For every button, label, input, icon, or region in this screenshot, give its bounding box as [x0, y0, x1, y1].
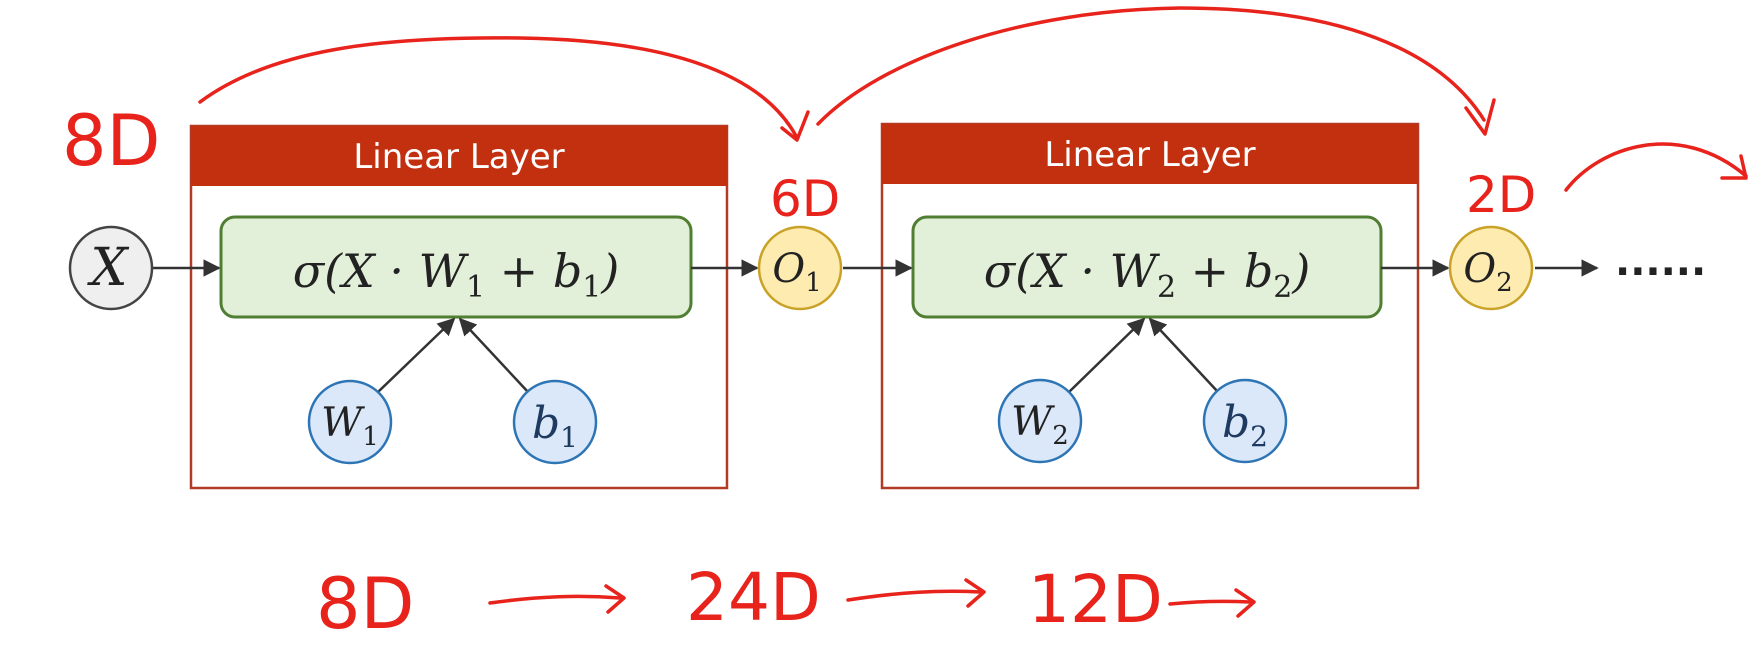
skip-arc-1 [198, 36, 798, 138]
sequence-dim-1: 24D [686, 559, 821, 636]
input-node-x: X [68, 225, 154, 311]
layer-1-title: Linear Layer [353, 137, 564, 177]
seq-arrow-1-head [604, 584, 626, 614]
weight-node-w2: W2 [997, 378, 1083, 464]
output-node-o2: O2 [1448, 225, 1534, 311]
continuation-dots: ...... [1615, 239, 1706, 285]
svg-text:W2: W2 [1011, 399, 1069, 451]
weight-node-w1: W1 [307, 379, 393, 465]
skip-arc-2 [816, 6, 1486, 126]
seq-arrow-1 [488, 594, 622, 605]
layer-2-header [882, 124, 1418, 184]
svg-text:O2: O2 [1463, 246, 1512, 298]
seq-arrow-2-head [964, 578, 986, 608]
skip-arc-3-head [1720, 154, 1748, 180]
skip-arc-3 [1564, 142, 1748, 192]
svg-text:X: X [86, 238, 129, 298]
layer-2-title: Linear Layer [1044, 135, 1255, 175]
bias-node-b2: b2 [1202, 378, 1288, 464]
output-node-o1: O1 [757, 225, 843, 311]
b2-to-formula-arrow [1148, 317, 1219, 393]
skip-arc-1-head [780, 110, 810, 142]
seq-arrow-3 [1168, 599, 1252, 606]
layer-1-header [191, 126, 727, 186]
svg-text:W1: W1 [321, 400, 379, 452]
layer-2-formula: σ(X · W2 + b2) [984, 244, 1311, 305]
w1-to-formula-arrow [377, 317, 456, 393]
skip-arc-2-head [1464, 98, 1496, 136]
sequence-dim-2: 12D [1028, 561, 1163, 638]
w2-to-formula-arrow [1068, 317, 1146, 393]
svg-text:O1: O1 [772, 246, 821, 298]
o2-dim-label: 2D [1466, 166, 1536, 224]
linear-layer-1: Linear Layer σ(X · W1 + b1) W1 b1 [189, 124, 729, 490]
layer-1-formula: σ(X · W1 + b1) [293, 244, 620, 305]
seq-arrow-2 [846, 589, 982, 602]
linear-layer-2: Linear Layer σ(X · W2 + b2) W2 b2 [880, 122, 1420, 490]
input-dim-label: 8D [62, 100, 160, 182]
b1-to-formula-arrow [458, 317, 529, 393]
svg-text:b1: b1 [532, 398, 578, 454]
seq-arrow-3-head [1234, 588, 1256, 618]
sequence-dim-0: 8D [316, 563, 414, 645]
o1-dim-label: 6D [770, 170, 840, 228]
svg-text:b2: b2 [1222, 397, 1268, 453]
handwritten-annotations [198, 6, 1748, 618]
bias-node-b1: b1 [512, 379, 598, 465]
